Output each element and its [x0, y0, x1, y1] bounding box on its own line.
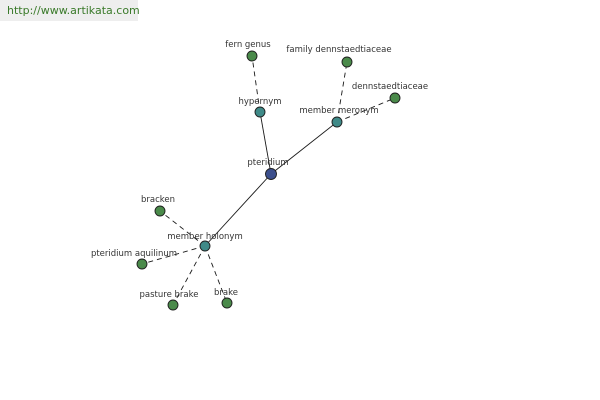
edge-hypernym-fern-genus [251, 55, 261, 113]
node-family-dennstaedtiaceae[interactable] [341, 56, 353, 68]
graph-nodes [136, 50, 401, 311]
graph-edges [141, 55, 396, 306]
node-label-member-meronym[interactable]: member meronym [299, 106, 378, 116]
node-label-bracken[interactable]: bracken [141, 195, 175, 205]
edge-member-holonym-pasture-brake [172, 245, 206, 306]
node-label-dennstaedtiaceae[interactable]: dennstaedtiaceae [352, 82, 428, 92]
node-label-pasture-brake[interactable]: pasture brake [140, 290, 199, 300]
edge-pteridium-hypernym [259, 111, 272, 175]
edge-member-holonym-brake [204, 245, 228, 304]
node-dennstaedtiaceae[interactable] [389, 92, 401, 104]
node-member-holonym[interactable] [199, 240, 211, 252]
node-label-fern-genus[interactable]: fern genus [225, 40, 271, 50]
node-label-brake[interactable]: brake [214, 288, 238, 298]
node-label-pteridium[interactable]: pteridium [247, 158, 288, 168]
node-label-family-dennstaedtiaceae[interactable]: family dennstaedtiaceae [286, 45, 391, 55]
graph-labels: pteridium hypernym member meronym member ho… [91, 40, 428, 300]
node-member-meronym[interactable] [331, 116, 343, 128]
edge-member-holonym-bracken [159, 210, 206, 247]
node-label-hypernym[interactable]: hypernym [238, 97, 281, 107]
artikata-link[interactable]: http://www.artikata.com [7, 4, 140, 17]
node-label-pteridium-aquilinum[interactable]: pteridium aquilinum [91, 249, 177, 259]
node-pteridium-aquilinum[interactable] [136, 258, 148, 270]
node-hypernym[interactable] [254, 106, 266, 118]
edge-member-meronym-dennstaedtiaceae [336, 97, 396, 123]
node-pteridium[interactable] [265, 168, 277, 180]
url-banner: http://www.artikata.com [0, 0, 140, 21]
edge-member-meronym-family-dennstaedtiaceae [336, 61, 348, 123]
edge-member-holonym-pteridium-aquilinum [141, 245, 206, 265]
node-fern-genus[interactable] [246, 50, 258, 62]
edge-pteridium-member-holonym [204, 173, 272, 247]
node-pasture-brake[interactable] [167, 299, 179, 311]
node-bracken[interactable] [154, 205, 166, 217]
node-brake[interactable] [221, 297, 233, 309]
node-label-member-holonym[interactable]: member holonym [167, 232, 242, 242]
edge-pteridium-member-meronym [270, 121, 338, 175]
